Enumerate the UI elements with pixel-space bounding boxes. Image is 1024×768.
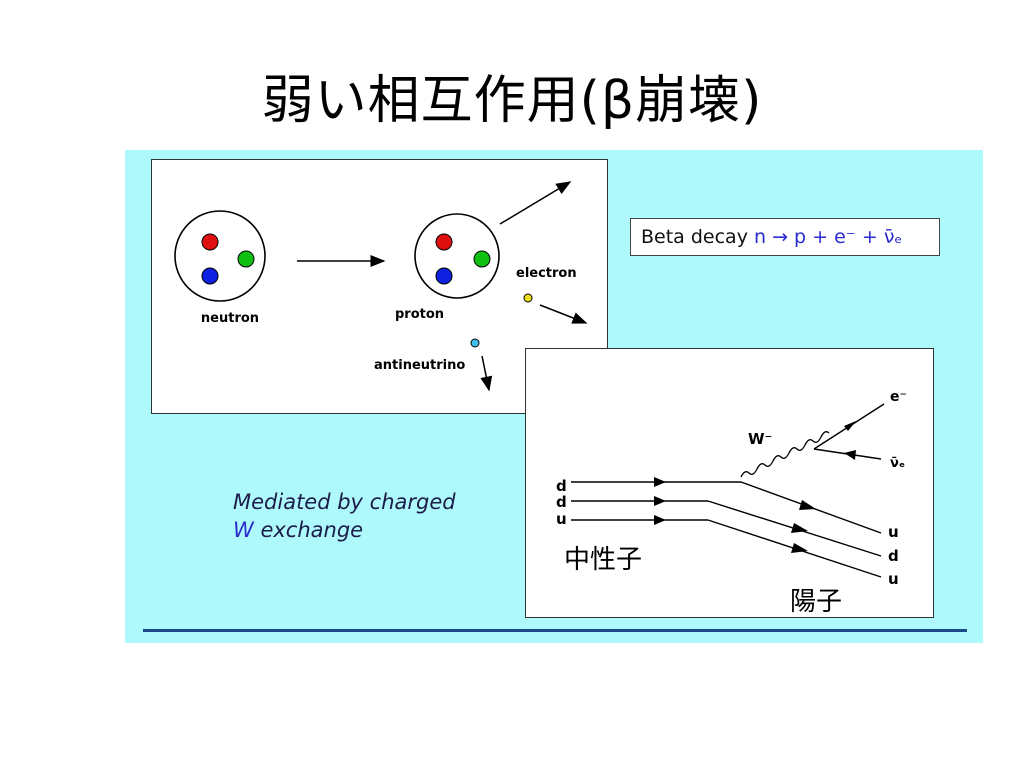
proton-label: proton: [395, 307, 444, 322]
caption-exchange: exchange: [253, 518, 364, 542]
proton-green-quark: [473, 250, 491, 268]
neutron-red-quark: [201, 233, 219, 251]
caption-w: W: [233, 518, 254, 542]
out-quark-2: d: [888, 547, 899, 565]
out-quark-1: u: [888, 523, 899, 541]
proton-blue-quark: [435, 267, 453, 285]
equation-label: Beta decay: [641, 226, 748, 248]
neutron-circle: [174, 210, 266, 302]
bottom-rule: [143, 629, 967, 632]
antineutrino-arrow: [480, 355, 493, 392]
neutron-green-quark: [237, 250, 255, 268]
in-quark-1: d: [556, 477, 567, 495]
caption-line-2: W exchange: [233, 516, 456, 544]
antineutrino-label: antineutrino: [374, 358, 465, 373]
feynman-diagram-panel: d d u W⁻ e⁻: [525, 348, 934, 618]
proton-red-quark: [435, 233, 453, 251]
antineutrino-arrow-head: [844, 450, 856, 460]
electron-symbol: e⁻: [890, 389, 907, 405]
equation-formula: n → p + e⁻ + ν̄ₑ: [754, 226, 903, 248]
in-quark-2: d: [556, 493, 567, 511]
quark-arrow-top: [654, 477, 666, 487]
beta-decay-equation: Beta decay n → p + e⁻ + ν̄ₑ: [630, 218, 940, 256]
slide-title: 弱い相互作用(β崩壊): [261, 71, 763, 131]
quark-arrow-bottom-out: [791, 543, 808, 553]
w-boson-line: [740, 431, 830, 478]
neutron-label: neutron: [201, 311, 259, 326]
neutron-blue-quark: [201, 267, 219, 285]
quark-arrow-mid-out: [791, 523, 808, 533]
electron-dot: [523, 293, 533, 303]
antineutrino-symbol: ν̄ₑ: [890, 456, 905, 471]
out-quark-3: u: [888, 570, 899, 588]
electron-arrow-head: [844, 421, 856, 431]
nucleon-diagram-panel: neutron proton electron antineutrino: [151, 159, 608, 414]
mediation-caption: Mediated by charged W exchange: [233, 488, 456, 544]
quark-arrow-bottom: [654, 515, 666, 525]
caption-line-1: Mediated by charged: [233, 490, 456, 514]
recoil-arrow: [499, 181, 572, 225]
electron-arrow: [539, 304, 588, 324]
beta-decay-figure: neutron proton electron antineutrino Bet…: [125, 150, 983, 643]
feynman-diagram: d d u W⁻ e⁻: [556, 389, 907, 588]
quark-arrow-mid: [654, 496, 666, 506]
quark-arrow-top-out: [799, 500, 816, 510]
antineutrino-dot: [470, 338, 480, 348]
in-quark-3: u: [556, 510, 567, 528]
w-boson-label: W⁻: [748, 430, 772, 448]
nucleon-diagram: neutron proton electron antineutrino: [174, 181, 588, 392]
neutron-jp-label: 中性子: [564, 545, 643, 575]
electron-label: electron: [516, 266, 577, 281]
proton-jp-label: 陽子: [790, 587, 843, 617]
